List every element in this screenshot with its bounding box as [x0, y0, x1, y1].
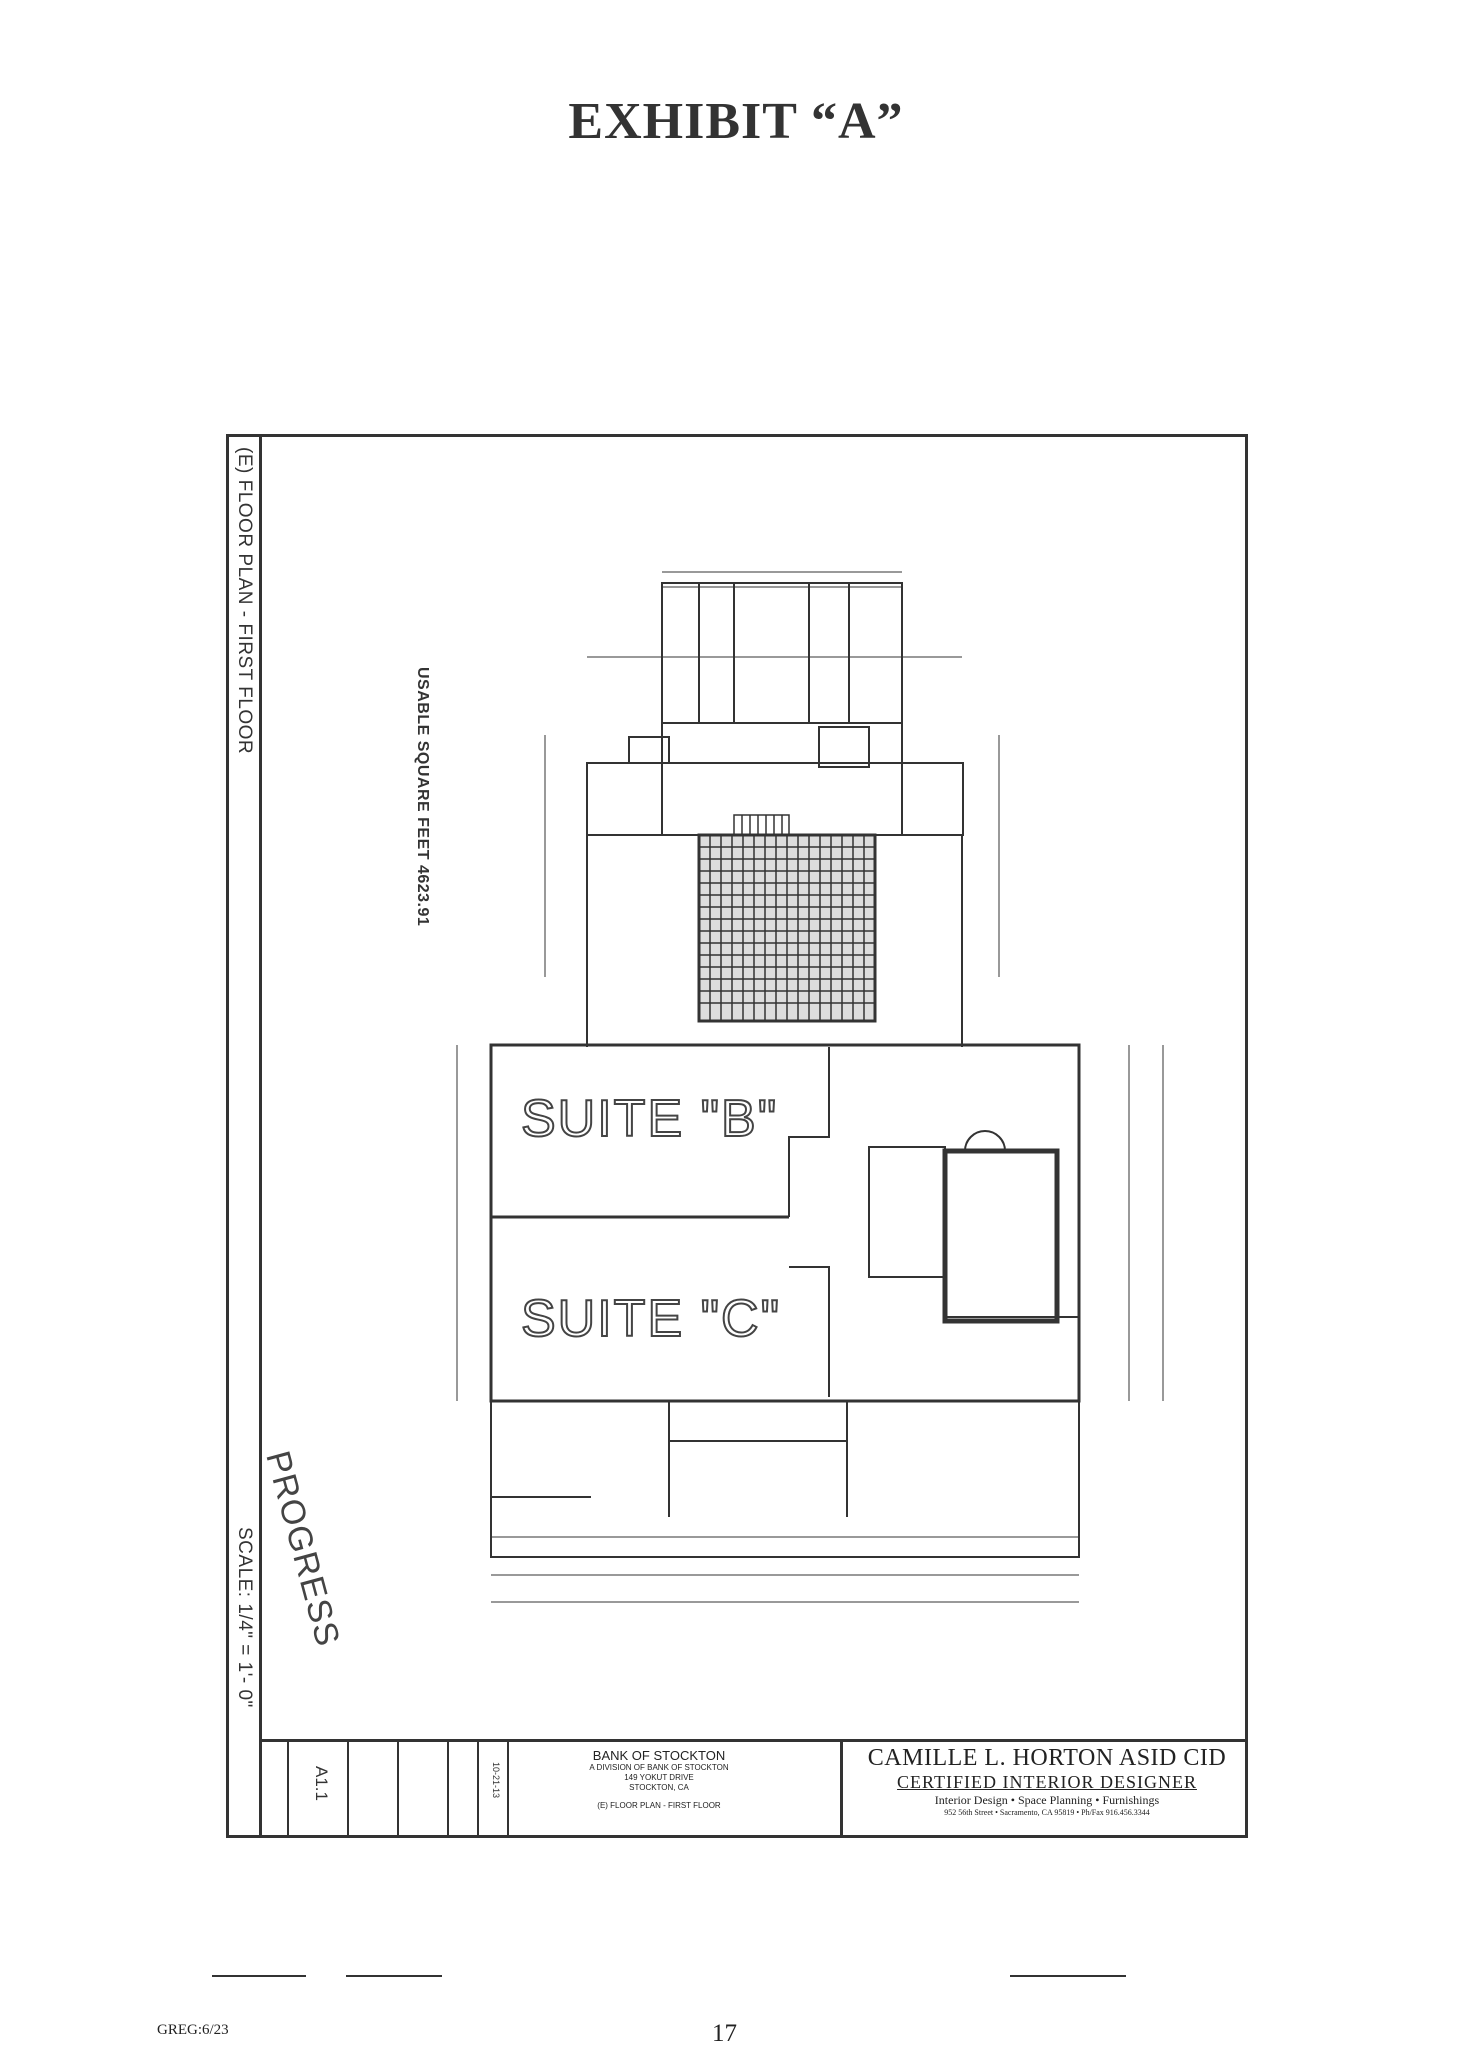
page-number: 17: [712, 2020, 737, 2047]
designer-cert: CERTIFIED INTERIOR DESIGNER: [897, 1772, 1197, 1792]
client-division: A DIVISION OF BANK OF STOCKTON: [589, 1763, 729, 1772]
client-city: STOCKTON, CA: [629, 1783, 689, 1792]
client-info: BANK OF STOCKTON A DIVISION OF BANK OF S…: [525, 1748, 793, 1811]
suite-b-label: SUITE "B": [520, 1089, 779, 1149]
floor-plan-sheet: (E) FLOOR PLAN - FIRST FLOOR SCALE: 1/4"…: [226, 434, 1248, 1838]
drawing-date: 10-21-13: [491, 1762, 501, 1799]
title-block: A1.1 10-21-13 BANK OF STOCKTON A DIVISIO…: [259, 1739, 1245, 1838]
footer-code: GREG:6/23: [157, 2022, 229, 2038]
suite-c-label: SUITE "C": [520, 1289, 782, 1349]
client-street: 149 YOKUT DRIVE: [624, 1773, 694, 1782]
designer-name: CAMILLE L. HORTON ASID CID: [867, 1745, 1227, 1771]
initial-line-2: [346, 1975, 442, 1977]
initial-line-3: [1010, 1975, 1126, 1977]
designer-address: 952 56th Street • Sacramento, CA 95819 •…: [944, 1808, 1150, 1817]
initial-line-1: [212, 1975, 306, 1977]
client-name: BANK OF STOCKTON: [592, 1748, 726, 1763]
floor-plan-drawing: [456, 571, 1164, 1603]
sheet-title-strip: [229, 437, 262, 1835]
designer-info: CAMILLE L. HORTON ASID CID CERTIFIED INT…: [851, 1744, 1243, 1818]
exhibit-title: EXHIBIT “A”: [568, 93, 904, 150]
sheet-number: A1.1: [312, 1766, 331, 1801]
client-sheet-title: (E) FLOOR PLAN - FIRST FLOOR: [597, 1801, 721, 1810]
designer-services: Interior Design • Space Planning • Furni…: [934, 1793, 1160, 1807]
